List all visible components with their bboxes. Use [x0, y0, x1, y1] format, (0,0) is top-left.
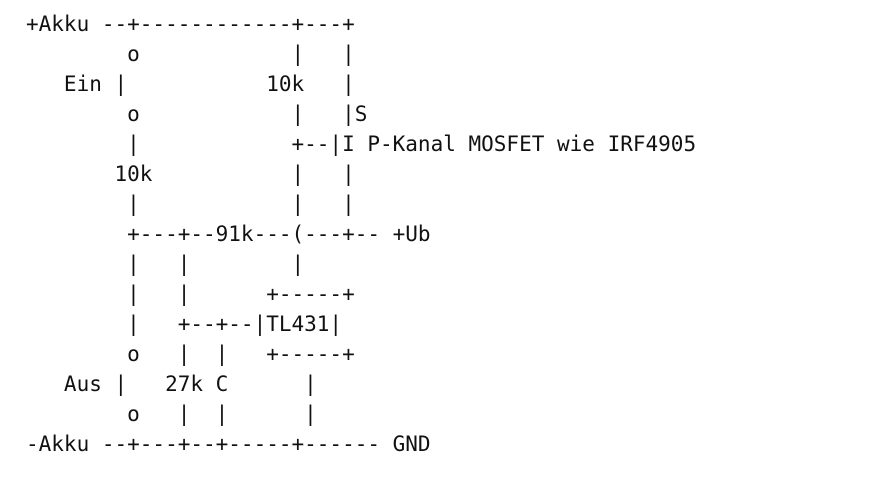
line-switch-on-bottom: o | |S — [26, 102, 368, 126]
line-switch-off-bottom: o | | | — [26, 402, 317, 426]
line-wire-vertical-2: | | | — [26, 252, 305, 276]
line-resistor-10k: 10k | | — [26, 162, 355, 186]
line-ub-output: +---+--91k---(---+-- +Ub — [26, 222, 431, 246]
line-tl431-bottom: o | | +-----+ — [26, 342, 355, 366]
line-tl431-top: | | +-----+ — [26, 282, 355, 306]
line-switch-on-label: Ein | 10k | — [26, 72, 355, 96]
line-wire-vertical: | | | — [26, 192, 355, 216]
line-akku-plus: +Akku --+------------+---+ — [26, 12, 355, 36]
line-switch-on-top: o | | — [26, 42, 355, 66]
line-tl431-label: | +--+--|TL431| — [26, 312, 343, 336]
circuit-diagram: +Akku --+------------+---+ o | | Ein | 1… — [26, 9, 696, 459]
line-mosfet-gate: | +--|I P-Kanal MOSFET wie IRF4905 — [26, 132, 697, 156]
line-switch-off-label: Aus | 27k C | — [26, 372, 317, 396]
line-akku-minus: -Akku --+---+--+-----+------ GND — [26, 432, 431, 456]
